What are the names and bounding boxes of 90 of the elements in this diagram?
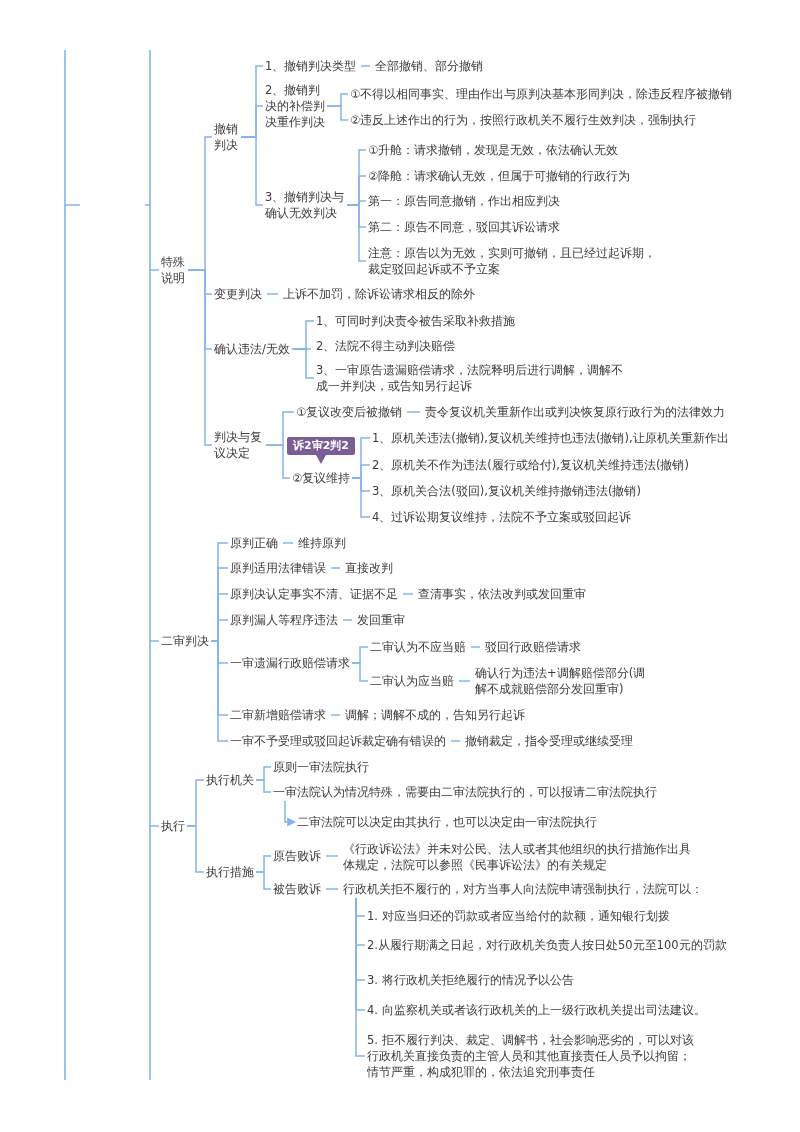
topic-label: 二审新增赔偿请求 [230, 707, 326, 723]
topic-label: 撤销裁定，指令受理或继续受理 [465, 733, 633, 749]
topic-label: 行政机关拒不履行的，对方当事人向法院申请强制执行，法院可以： [343, 881, 703, 897]
topic-label: 1、撤销判决类型 [265, 58, 357, 74]
topic-label: 原则一审法院执行 [273, 759, 369, 775]
topic-label: 二审认为不应当赔 [370, 639, 466, 655]
connector-line [186, 825, 205, 873]
topic-label: 执行措施 [206, 864, 254, 880]
connector-line [282, 542, 294, 544]
connector-line [330, 567, 341, 569]
topic-label: 判决与复议决定 [214, 429, 264, 461]
topic-label: 二审法院可以决定由其执行，也可以决定由一审法院执行 [297, 814, 597, 830]
connector-line [255, 779, 272, 793]
connector-line [265, 444, 291, 479]
connector-line [240, 136, 264, 206]
connector-line [149, 825, 160, 827]
topic-label: 全部撤销、部分撤销 [375, 58, 483, 74]
topic-label: 4. 向监察机关或者该行政机关的上一级行政机关提出司法建议。 [367, 1002, 706, 1018]
connector-line [351, 662, 369, 682]
topic-label: 一审法院认为情况特殊，需要由二审法院执行的，可以报请二审法院执行 [273, 784, 657, 800]
connector-line [325, 888, 339, 890]
connector-line [402, 593, 414, 595]
connector-line [210, 640, 229, 742]
topic-label: 《行政诉讼法》并未对公民、法人或者其他组织的执行措施作出具体规定，法院可以参照《民事诉讼法》的有关规定 [343, 841, 695, 873]
topic-label: 撤销判决 [214, 121, 239, 153]
topic-label: 执行 [161, 818, 185, 834]
connector-line [351, 477, 371, 518]
topic-label: 5. 拒不履行判决、裁定、调解书，社会影响恶劣的，可以对该行政机关直接负责的主管人员和其他直接责任人员予以拘留；情节严重，构成犯罪的，依法追究刑事责任 [367, 1032, 702, 1080]
topic-label: ②复议维持 [292, 470, 351, 486]
connector-line [470, 646, 481, 648]
topic-label: 原告败诉 [273, 848, 321, 864]
topic-label: 特殊说明 [161, 254, 186, 286]
topic-label: ①不得以相同事实、理由作出与原判决基本形同判决，除违反程序被撤销 [350, 86, 733, 102]
connector-line [326, 105, 349, 121]
topic-label: 2、原机关不作为违法(履行或给付),复议机关维持违法(撤销) [372, 457, 689, 473]
topic-label: 一审遗漏行政赔偿请求 [230, 655, 350, 671]
connector-line [346, 204, 367, 262]
connector-line [330, 714, 341, 716]
topic-label: 直接改判 [345, 560, 393, 576]
connector-line [450, 740, 461, 742]
topic-label: ①复议改变后被撤销 [296, 404, 403, 420]
connector-line [406, 411, 421, 413]
topic-label: 原判适用法律错误 [230, 560, 326, 576]
connector-line [325, 855, 339, 857]
connector-line [291, 348, 315, 379]
topic-label: 第一：原告同意撤销，作出相应判决 [368, 193, 560, 209]
topic-label: 3、一审原告遗漏赔偿请求，法院释明后进行调解，调解不成一并判决，或告知另行起诉 [316, 362, 626, 394]
connector-line [266, 293, 279, 295]
topic-label: 3、撤销判决与确认无效判决 [265, 189, 345, 221]
connector-line [355, 897, 366, 1057]
connector-line [360, 65, 371, 67]
topic-label: 第二：原告不同意，驳回其诉讼请求 [368, 219, 560, 235]
topic-label: 原判决认定事实不清、证据不足 [230, 586, 398, 602]
topic-label: 二审认为应当赔 [370, 673, 454, 689]
topic-label: 驳回行政赔偿请求 [485, 639, 581, 655]
topic-label: 2、法院不得主动判决赔偿 [316, 338, 456, 354]
topic-label: 2.从履行期满之日起，对行政机关负责人按日处50元至100元的罚款 [367, 937, 727, 953]
topic-label: 1、可同时判决责令被告采取补救措施 [316, 313, 516, 329]
topic-label: 变更判决 [214, 286, 262, 302]
connector-line [149, 640, 160, 642]
topic-label: ②违反上述作出的行为，按照行政机关不履行生效判决，强制执行 [350, 112, 697, 128]
topic-label: 一审不予受理或驳回起诉裁定确有错误的 [230, 733, 446, 749]
topic-label: 3. 将行政机关拒绝履行的情况予以公告 [367, 972, 574, 988]
topic-label: 2、撤销判决的补偿判决重作判决 [265, 82, 325, 130]
topic-label: 执行机关 [206, 772, 254, 788]
topic-label: 4、过诉讼期复议维持，法院不予立案或驳回起诉 [372, 509, 632, 525]
connector-line [255, 871, 272, 890]
connector-line [342, 619, 353, 621]
topic-label: 责令复议机关重新作出或判决恢复原行政行为的法律效力 [425, 404, 725, 420]
topic-label: 3、原机关合法(驳回),复议机关维持撤销违法(撤销) [372, 483, 641, 499]
topic-label: 查清事实，依法改判或发回重审 [418, 586, 586, 602]
topic-label: 上诉不加罚，除诉讼请求相反的除外 [283, 286, 475, 302]
arrow [284, 800, 297, 827]
topic-label: 注意：原告以为无效，实则可撤销，且已经过起诉期，裁定驳回起诉或不予立案 [368, 245, 660, 277]
topic-label: ②降舱：请求确认无效，但属于可撤销的行政行为 [368, 168, 631, 184]
topic-label: 1、原机关违法(撤销),复议机关维持也违法(撤销),让原机关重新作出 [372, 430, 729, 446]
connector-line [458, 680, 471, 682]
topic-label: ①升舱：请求撤销，发现是无效，依法确认无效 [368, 142, 619, 158]
callout-bubble: 诉2审2判2 [287, 437, 355, 464]
topic-label: 被告败诉 [273, 881, 321, 897]
topic-label: 维持原判 [298, 535, 346, 551]
topic-label: 原判漏人等程序违法 [230, 612, 338, 628]
topic-label: 发回重审 [357, 612, 405, 628]
topic-label: 二审判决 [161, 633, 209, 649]
topic-label: 确认违法/无效 [214, 341, 290, 357]
topic-label: 1. 对应当归还的罚款或者应当给付的款额，通知银行划拨 [367, 908, 670, 924]
topic-label: 确认行为违法+调解赔偿部分(调解不成就赔偿部分发回重审) [475, 665, 657, 697]
topic-label: 调解；调解不成的，告知另行起诉 [345, 707, 525, 723]
topic-label: 原判正确 [230, 535, 278, 551]
connector-line [149, 269, 160, 271]
